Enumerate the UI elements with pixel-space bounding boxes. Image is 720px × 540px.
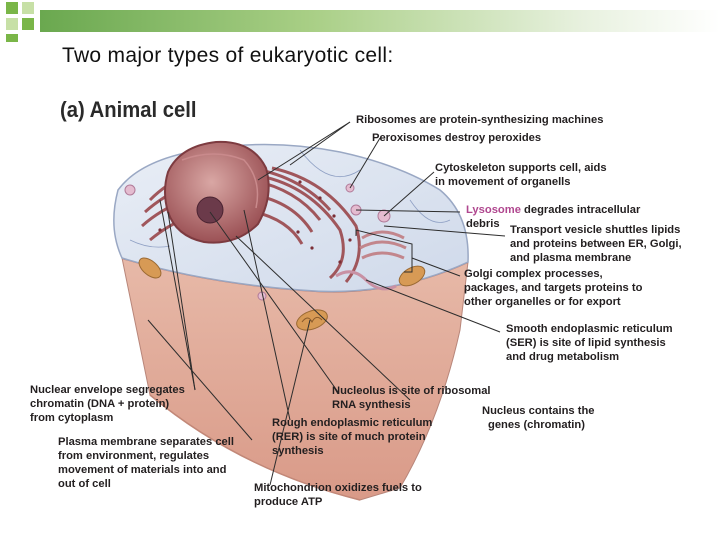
slide-title: Two major types of eukaryotic cell: <box>62 44 394 67</box>
label-transport-vesicle: Transport vesicle shuttles lipids and pr… <box>510 224 682 264</box>
label-nucleolus: Nucleolus is site of ribosomal RNA synth… <box>332 385 491 411</box>
panel-title: (a) Animal cell <box>60 97 197 122</box>
label-nucleus: Nucleus contains the genes (chromatin) <box>482 405 595 431</box>
label-golgi: Golgi complex processes, packages, and t… <box>464 268 643 308</box>
nucleolus <box>196 196 224 224</box>
label-plasma-membrane: Plasma membrane separates cell from envi… <box>58 436 234 490</box>
slide-header-bar <box>40 10 720 32</box>
label-lysosome: Lysosome degrades intracellular debris <box>466 204 641 230</box>
label-smooth-er: Smooth endoplasmic reticulum (SER) is si… <box>506 323 673 363</box>
label-peroxisomes: Peroxisomes destroy peroxides <box>372 132 542 144</box>
nucleus <box>164 140 270 244</box>
lysosome-term: Lysosome <box>466 204 521 216</box>
golgi-bracket <box>355 229 413 273</box>
label-mitochondrion: Mitochondrion oxidizes fuels to produce … <box>254 482 422 508</box>
label-rough-er: Rough endoplasmic reticulum (RER) is sit… <box>272 417 433 457</box>
label-nuclear-envelope: Nuclear envelope segregates chromatin (D… <box>30 384 185 424</box>
label-cytoskeleton: Cytoskeleton supports cell, aids in move… <box>435 162 607 188</box>
label-ribosomes: Ribosomes are protein-synthesizing machi… <box>356 114 604 126</box>
leader-lines <box>147 121 506 486</box>
golgi-complex <box>359 230 407 260</box>
cytoskeleton <box>129 149 451 248</box>
